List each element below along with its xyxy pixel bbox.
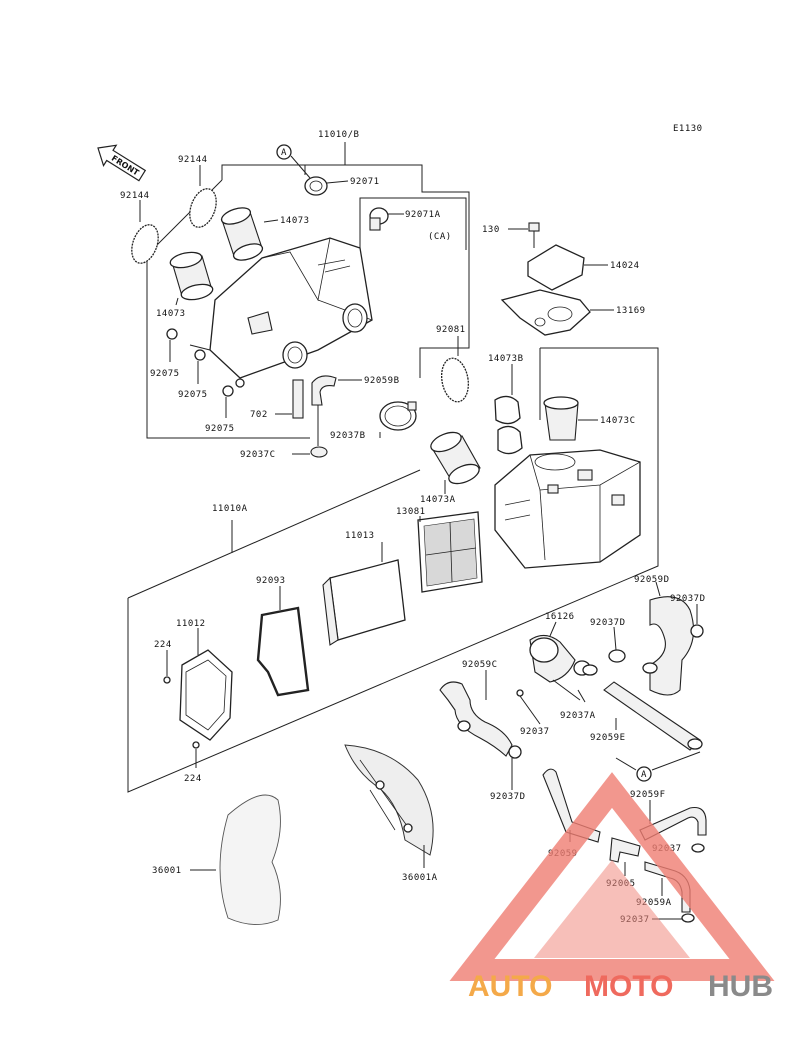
label-130: 130 [482, 225, 500, 235]
duct-14073-upper [220, 207, 279, 261]
duct-14073a [430, 431, 481, 494]
label-14073b: 14073B [488, 354, 524, 364]
label-13081: 13081 [396, 507, 426, 517]
screw-224-upper [163, 650, 171, 684]
clamp-92037b [379, 401, 417, 438]
svg-text:A: A [641, 770, 647, 780]
grommet-92075-3 [222, 378, 245, 418]
clip-92037-small [516, 689, 541, 725]
clamp-92144-upper [189, 165, 217, 228]
front-arrow-icon: FRONT [97, 144, 147, 182]
label-92075-3: 92075 [205, 424, 235, 434]
gasket-14073b [494, 364, 523, 455]
label-14024: 14024 [610, 261, 640, 271]
label-702: 702 [250, 410, 268, 420]
hose-92059c [439, 670, 513, 757]
label-36001: 36001 [152, 866, 182, 876]
upper-housing [189, 237, 373, 379]
tube-small-upper [642, 662, 658, 674]
label-92059f: 92059F [630, 790, 666, 800]
clip-92037d-right [690, 604, 704, 638]
screen-13081 [417, 511, 483, 593]
pipe-92059e [603, 681, 703, 751]
label-92059a: 92059A [636, 898, 672, 908]
label-92144-upper: 92144 [178, 155, 208, 165]
label-224-upper: 224 [154, 640, 172, 650]
clip-92037-right [691, 843, 705, 853]
label-92075-1: 92075 [150, 369, 180, 379]
clamp-92144-lower [131, 200, 159, 264]
label-92059c: 92059C [462, 660, 498, 670]
label-11012: 11012 [176, 619, 206, 629]
watermark-logo [449, 772, 775, 981]
label-92071: 92071 [350, 177, 380, 187]
pipe-702 [275, 379, 304, 419]
label-14073a: 14073A [420, 495, 456, 505]
label-11010a: 11010A [212, 504, 248, 514]
upper-group-bracket [146, 142, 470, 439]
label-92037b: 92037B [330, 431, 366, 441]
watermark-moto: MOTO [584, 970, 673, 1003]
cover-36001 [190, 794, 281, 925]
filter-11013 [322, 542, 406, 646]
lower-group-bracket [127, 347, 659, 793]
grommet-92075-2 [194, 349, 206, 384]
label-92037d-lower: 92037D [490, 792, 526, 802]
label-92037d-mid: 92037D [590, 618, 626, 628]
side-cover-36001a [344, 744, 434, 868]
label-14073c: 14073C [600, 416, 636, 426]
clip-92037d-lower [508, 745, 522, 790]
callout-a-bottom: A [615, 751, 701, 782]
clip-92037c [292, 405, 328, 458]
label-14073-upper: 14073 [280, 216, 310, 226]
hose-92059b [311, 375, 362, 406]
label-ca: (CA) [428, 232, 452, 242]
grommet-92075-1 [166, 328, 178, 362]
watermark-auto: AUTO [468, 970, 552, 1003]
callout-a-top: A [276, 144, 311, 179]
clamp-92081 [440, 336, 470, 403]
label-16126: 16126 [545, 612, 575, 622]
label-92093: 92093 [256, 576, 286, 586]
label-11010b: 11010/B [318, 130, 359, 140]
watermark-text: AUTO MOTO HUB [468, 970, 773, 1003]
label-11013: 11013 [345, 531, 375, 541]
label-92037: 92037 [520, 727, 550, 737]
label-92037c: 92037C [240, 450, 276, 460]
clip-92037d-mid [608, 626, 626, 663]
bolt-130 [508, 222, 540, 248]
cover-14024 [527, 244, 608, 291]
leader-valve-92037a [552, 679, 581, 701]
duct-14073c [543, 396, 598, 441]
label-92075-2: 92075 [178, 390, 208, 400]
diagram-code: E1130 [673, 124, 703, 134]
label-36001a: 36001A [402, 873, 438, 883]
cover-11012 [179, 628, 233, 741]
label-224-lower: 224 [184, 774, 202, 784]
valve-16126 [529, 621, 591, 683]
label-92059d: 92059D [634, 575, 670, 585]
label-92059e: 92059E [590, 733, 626, 743]
fitting-92005 [609, 837, 641, 876]
screw-224-lower [192, 741, 200, 768]
bracket-13169 [500, 289, 614, 336]
lower-housing [494, 449, 641, 569]
grommet-92071 [304, 176, 349, 196]
hose-92059d [649, 581, 695, 696]
watermark-hub: HUB [708, 970, 773, 1003]
label-92037a: 92037A [560, 711, 596, 721]
duct-14073-lower [169, 251, 214, 306]
label-13169: 13169 [616, 306, 646, 316]
detail-box-92071a [359, 197, 467, 250]
label-92059b: 92059B [364, 376, 400, 386]
label-92071a: 92071A [405, 210, 441, 220]
label-92144-lower: 92144 [120, 191, 150, 201]
clip-92037a [577, 664, 598, 703]
label-92037d-right: 92037D [670, 594, 706, 604]
svg-text:A: A [281, 148, 287, 158]
gasket-92093 [256, 586, 310, 697]
label-92081: 92081 [436, 325, 466, 335]
label-14073-lower: 14073 [156, 309, 186, 319]
